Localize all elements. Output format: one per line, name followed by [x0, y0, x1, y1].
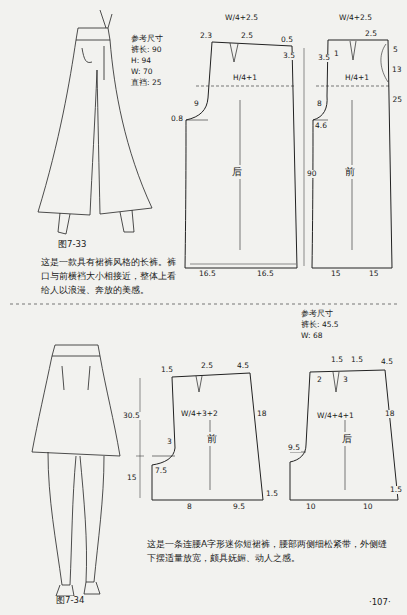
dimension-label: 2.5	[240, 32, 254, 40]
dimension-label: 8	[186, 503, 193, 511]
dimension-label: 15	[126, 474, 138, 482]
back-skort-piece	[290, 370, 398, 500]
dimension-label: W/4+2.5	[224, 14, 259, 22]
dimension-label: 15	[368, 270, 380, 278]
dimension-label: 图7-34	[55, 596, 85, 605]
dimension-label: 1.5	[160, 366, 174, 374]
dimension-label: 2	[316, 376, 323, 384]
piece-name: 后	[340, 432, 354, 446]
dimension-label: 裤长: 45.5	[300, 321, 340, 329]
dimension-label: 1	[333, 50, 340, 58]
back-trouser-piece	[185, 42, 304, 268]
piece-name: 前	[205, 432, 219, 446]
caption-text: 这是一条连腰A字形迷你短裙裤，腰部两侧细松紧带，外侧缝下摆适量放宽，颇具妩媚、动…	[146, 538, 392, 566]
dimension-label: 2.5	[200, 362, 214, 370]
skort-illustration	[32, 345, 120, 596]
dimension-label: W/4+3+2	[180, 410, 219, 418]
dimension-label: 13	[391, 66, 403, 74]
dimension-label: 裤长: 90	[130, 46, 162, 54]
dimension-label: 0.5	[280, 36, 294, 44]
dimension-label: 4.5	[236, 362, 250, 370]
dimension-label: ·107·	[368, 598, 392, 607]
front-trouser-piece	[312, 40, 392, 268]
dimension-label: 90	[306, 170, 318, 178]
dimension-label: 3	[342, 376, 349, 384]
dimension-label: 3.5	[317, 54, 331, 62]
dimension-label: W/4+2.5	[338, 14, 373, 22]
dimension-label: 直裆: 25	[130, 79, 162, 87]
dimension-label: 2.3	[199, 32, 213, 40]
dimension-label: 2.5	[364, 30, 378, 38]
dimension-label: 10	[305, 503, 317, 511]
dimension-label: 7.5	[154, 467, 168, 475]
front-skort-piece	[136, 373, 263, 500]
dimension-label: 1.5	[389, 486, 403, 494]
dimension-label: 16.5	[256, 270, 275, 278]
pattern-piece: 后	[292, 374, 396, 498]
dimension-label: 参考尺寸	[300, 310, 334, 318]
dimension-label: 0.8	[170, 115, 184, 123]
dimension-label: 参考尺寸	[130, 35, 164, 43]
dimension-label: 18	[256, 410, 268, 418]
dimension-label: 18	[384, 410, 396, 418]
dimension-label: 4.5	[380, 358, 394, 366]
dimension-label: 9	[193, 100, 200, 108]
dimension-label: W: 70	[130, 68, 153, 76]
dimension-label: 15	[330, 270, 342, 278]
dimension-label: W/4+4+1	[316, 412, 355, 420]
dimension-label: 3.5	[282, 52, 296, 60]
dimension-label: 4.6	[314, 122, 328, 130]
dimension-label: H: 94	[130, 57, 152, 65]
dimension-label: 9.5	[287, 444, 301, 452]
dimension-label: H/4+1	[344, 74, 370, 82]
dimension-label: 3	[166, 438, 173, 446]
dimension-label: 10	[362, 503, 374, 511]
piece-name: 后	[230, 165, 244, 179]
dimension-label: 8	[316, 100, 323, 108]
dimension-label: 1.5	[330, 356, 344, 364]
dimension-label: 图7-33	[57, 240, 87, 249]
dimension-label: 1.5	[265, 490, 279, 498]
dimension-label: 16.5	[198, 270, 217, 278]
dimension-label: 1.5	[350, 356, 364, 364]
piece-name: 前	[343, 165, 357, 179]
caption-text: 这是一款具有裙裤风格的长裤。裤口与前横裆大小相接近，整体上看给人以浪漫、奔放的美…	[40, 256, 184, 298]
dimension-label: 9.5	[232, 503, 246, 511]
dimension-label: W: 68	[300, 332, 323, 340]
dimension-label: 25	[391, 96, 403, 104]
dimension-label: 30.5	[122, 412, 141, 420]
dimension-label: 5	[392, 46, 399, 54]
trousers-illustration	[38, 10, 152, 234]
dimension-label: H/4+1	[232, 74, 258, 82]
